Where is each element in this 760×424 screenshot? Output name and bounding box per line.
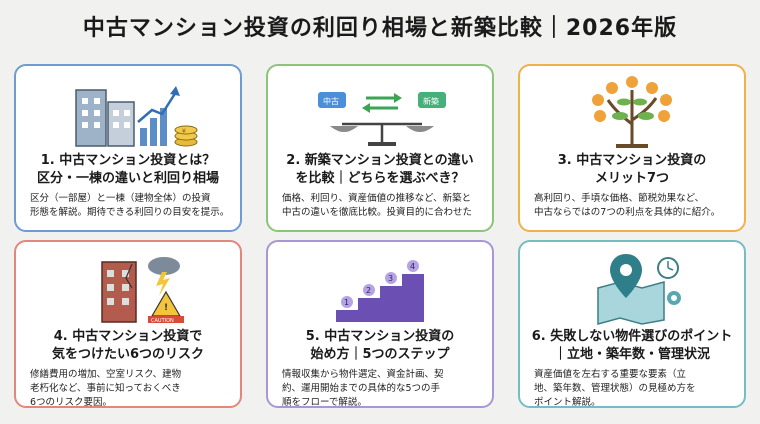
page-title: 中古マンション投資の利回り相場と新築比較｜2026年版 bbox=[82, 16, 678, 41]
storm-cloud-icon bbox=[148, 257, 180, 296]
svg-text:新築: 新築 bbox=[423, 96, 439, 106]
tag-new-icon: 新築 bbox=[418, 92, 446, 108]
scale-icon bbox=[330, 122, 434, 146]
card-compare-new-condo[interactable]: 中古 新築 2. 新築マンション投資との違いを比較｜どちらを選ぶべき？ 価格、利… bbox=[266, 64, 494, 232]
card-title: 1. 中古マンション投資とは？区分・一棟の違いと利回り相場 bbox=[36, 153, 219, 186]
card-title: 5. 中古マンション投資の始め方｜5つのステップ bbox=[305, 329, 455, 362]
svg-text:4: 4 bbox=[410, 262, 415, 271]
card-what-is-used-condo[interactable]: ¥ 1. 中古マンション投資とは？区分・一棟の違いと利回り相場 区分（一部屋）と… bbox=[14, 64, 242, 232]
tag-used-icon: 中古 bbox=[318, 92, 346, 108]
money-tree-illustration bbox=[592, 76, 672, 148]
svg-text:!: ! bbox=[164, 303, 168, 313]
location-pin-icon bbox=[610, 254, 642, 298]
exchange-arrows-icon bbox=[362, 93, 402, 113]
clock-icon bbox=[657, 257, 679, 279]
svg-text:3: 3 bbox=[388, 274, 393, 283]
gear-icon bbox=[667, 291, 681, 305]
svg-text:中古: 中古 bbox=[323, 96, 339, 106]
card-title: 2. 新築マンション投資との違いを比較｜どちらを選ぶべき？ bbox=[286, 153, 474, 186]
card-property-selection[interactable]: 6. 失敗しない物件選びのポイント｜立地・築年数・管理状況 資産価値を左右する重… bbox=[518, 240, 746, 408]
card-description: 高利回り、手頃な価格、節税効果など、中古ならではの7つの利点を具体的に紹介。 bbox=[534, 193, 721, 218]
svg-text:1: 1 bbox=[344, 298, 349, 307]
building-icon bbox=[75, 89, 135, 147]
step-number-1: 1 bbox=[341, 296, 353, 308]
risk-illustration: ! CAUTION bbox=[101, 257, 184, 324]
buildings-chart-illustration: ¥ bbox=[75, 86, 198, 147]
staircase-icon bbox=[336, 274, 424, 322]
old-building-icon bbox=[101, 261, 137, 323]
step-number-3: 3 bbox=[385, 272, 397, 284]
balance-scale-illustration: 中古 新築 bbox=[318, 92, 446, 146]
card-description: 区分（一部屋）と一棟（建物全体）の投資形態を解説。期待できる利回りの目安を提示。 bbox=[30, 193, 230, 218]
card-how-to-start[interactable]: 1 2 3 4 5. 中古マンション投資の始め方｜5つのステップ 情報収集から物… bbox=[266, 240, 494, 408]
map-pin-illustration bbox=[597, 254, 681, 325]
card-title: 3. 中古マンション投資のメリット7つ bbox=[557, 153, 707, 186]
card-title: 6. 失敗しない物件選びのポイント｜立地・築年数・管理状況 bbox=[531, 329, 733, 362]
card-description: 資産価値を左右する重要な要素（立地、築年数、管理状態）の見極め方をポイント解説。 bbox=[534, 369, 696, 408]
coin-stack-icon: ¥ bbox=[174, 125, 198, 147]
card-description: 価格、利回り、資産価値の推移など、新築と中古の違いを徹底比較。投資目的に合わせた bbox=[282, 193, 473, 218]
svg-text:2: 2 bbox=[366, 286, 371, 295]
svg-text:CAUTION: CAUTION bbox=[151, 318, 174, 324]
card-risks[interactable]: ! CAUTION 4. 中古マンション投資で気をつけたい6つのリスク 修繕費用… bbox=[14, 240, 242, 408]
card-description: 情報収集から物件選定、資金計画、契約、運用開始までの具体的な5つの手順をフローで… bbox=[282, 369, 444, 408]
svg-text:¥: ¥ bbox=[182, 128, 186, 135]
tree-icon bbox=[606, 90, 658, 148]
step-number-2: 2 bbox=[363, 284, 375, 296]
caution-sign-icon: ! CAUTION bbox=[148, 290, 184, 324]
growth-chart-icon bbox=[137, 86, 180, 146]
card-merits[interactable]: 3. 中古マンション投資のメリット7つ 高利回り、手頃な価格、節税効果など、中古… bbox=[518, 64, 746, 232]
benefit-icons bbox=[592, 76, 672, 122]
card-title: 4. 中古マンション投資で気をつけたい6つのリスク bbox=[51, 329, 205, 362]
step-number-4: 4 bbox=[407, 260, 419, 272]
steps-illustration: 1 2 3 4 bbox=[336, 260, 424, 322]
